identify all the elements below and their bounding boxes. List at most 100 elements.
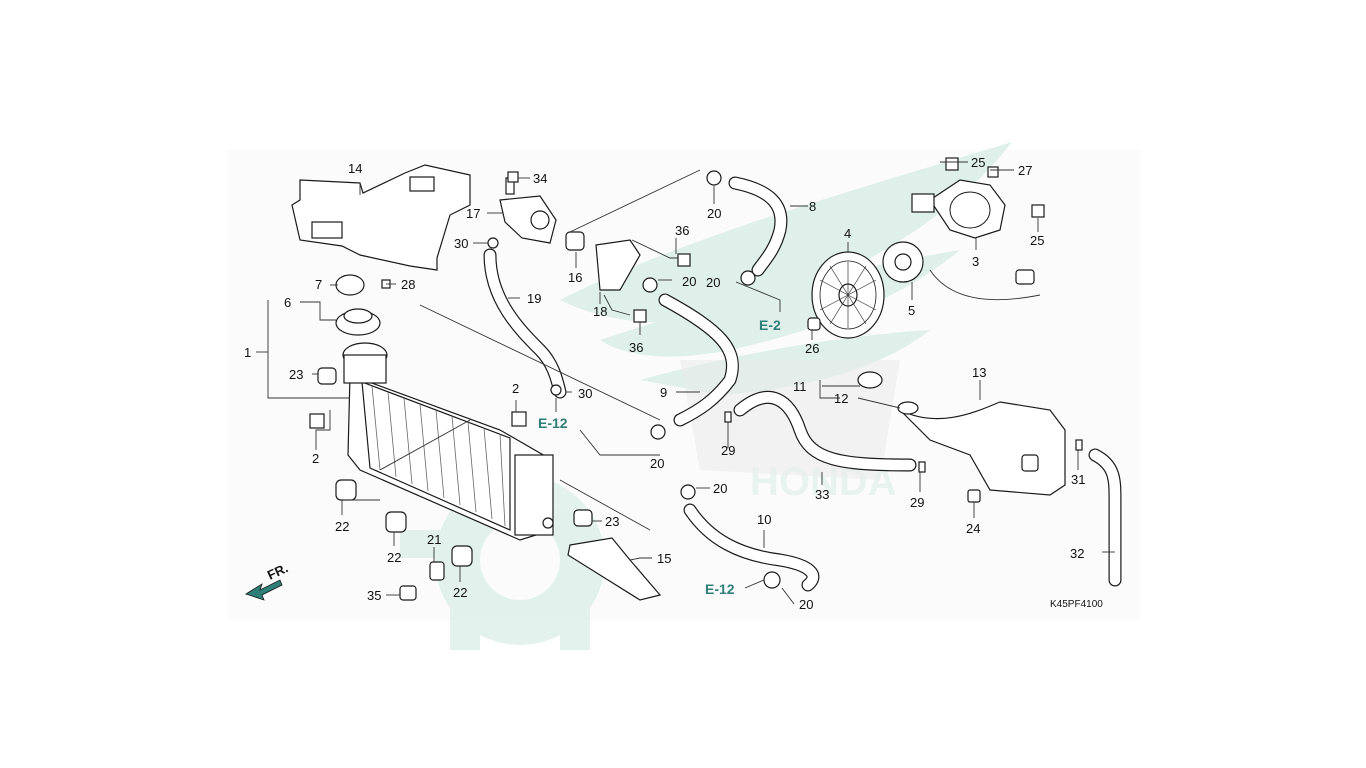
part-33-hose <box>733 391 917 472</box>
callout-21: 21 <box>427 532 441 547</box>
callout-36-mid: 36 <box>629 340 643 355</box>
callout-18: 18 <box>593 304 607 319</box>
clip-29-b <box>918 461 926 473</box>
part-17-thermostat-housing <box>499 177 557 244</box>
reference-e12-bottom: E-12 <box>705 581 735 597</box>
honda-wing-watermark: HONDA <box>400 142 1012 650</box>
callout-32: 32 <box>1070 546 1084 561</box>
part-11-cap <box>857 371 883 389</box>
callout-16: 16 <box>568 270 582 285</box>
callout-5: 5 <box>908 303 915 318</box>
callout-29-right: 29 <box>910 495 924 510</box>
callout-23-top: 23 <box>289 367 303 382</box>
part-23-grommet-bottom <box>573 509 593 527</box>
callout-2-left: 2 <box>312 451 319 466</box>
part-3-fan-shroud <box>911 179 1006 239</box>
callout-9: 9 <box>660 385 667 400</box>
callout-30-top: 30 <box>454 236 468 251</box>
clamp-30-b <box>550 384 562 396</box>
part-23-grommet-top <box>317 367 337 385</box>
part-8-hose <box>728 176 788 277</box>
callout-27: 27 <box>1018 163 1032 178</box>
bolt-34 <box>507 171 519 183</box>
part-22-grommet-b <box>385 511 407 533</box>
callout-28: 28 <box>401 277 415 292</box>
callout-12: 12 <box>834 391 848 406</box>
callout-6: 6 <box>284 295 291 310</box>
part-10-hose <box>683 503 820 592</box>
bolt-36-a <box>677 253 691 267</box>
callout-3: 3 <box>972 254 979 269</box>
callout-19: 19 <box>527 291 541 306</box>
callout-7: 7 <box>315 277 322 292</box>
clamp-20-a <box>706 170 722 186</box>
part-5-fan-motor <box>882 241 924 283</box>
diagram-code: K45PF4100 <box>1050 599 1103 610</box>
part-18-water-pipe <box>595 239 641 291</box>
part-24-bolt <box>967 489 981 503</box>
callout-34: 34 <box>533 171 547 186</box>
part-21-collar <box>429 561 445 581</box>
callout-10: 10 <box>757 512 771 527</box>
part-2-clip-right <box>511 411 527 427</box>
clamp-20-f <box>763 571 781 589</box>
callout-11: 11 <box>793 379 807 394</box>
clamp-30-a <box>487 237 499 249</box>
callout-20-mid: 20 <box>706 275 720 290</box>
part-6-radiator-cap <box>335 308 381 336</box>
part-35-wire <box>929 269 1041 301</box>
part-27-connector <box>1015 269 1035 285</box>
part-26-nut <box>807 317 821 331</box>
bolt-25-b <box>1031 204 1045 218</box>
part-13-reserve-tank <box>899 401 1066 496</box>
reference-e12-left: E-12 <box>538 415 568 431</box>
part-14-guard-plate <box>291 164 471 271</box>
callout-36-top: 36 <box>675 223 689 238</box>
clip-29-a <box>724 411 732 423</box>
reference-e2: E-2 <box>759 317 781 333</box>
clamp-20-c <box>642 277 658 293</box>
callout-20-lower: 20 <box>713 481 727 496</box>
part-1-radiator <box>342 342 554 541</box>
screw-27 <box>987 166 999 178</box>
part-2-clip-left <box>309 413 325 429</box>
part-35-bolt <box>399 585 417 601</box>
callout-30-mid: 30 <box>578 386 592 401</box>
callout-13: 13 <box>972 365 986 380</box>
callout-24: 24 <box>966 521 980 536</box>
callout-31: 31 <box>1071 472 1085 487</box>
part-4-cooling-fan <box>811 251 885 339</box>
callout-29-left: 29 <box>721 443 735 458</box>
part-9-hose <box>658 293 739 427</box>
callout-4: 4 <box>844 226 851 241</box>
callout-20-left: 20 <box>650 456 664 471</box>
callout-33: 33 <box>815 487 829 502</box>
leader-lines <box>256 161 1115 605</box>
callout-22-mid: 22 <box>387 550 401 565</box>
callout-35: 35 <box>367 588 381 603</box>
part-16-thermostat <box>565 231 585 251</box>
callout-25-right: 25 <box>1030 233 1044 248</box>
callout-23-bottom: 23 <box>605 514 619 529</box>
callout-25-top: 25 <box>971 155 985 170</box>
callout-26: 26 <box>805 341 819 356</box>
front-direction-arrow-icon <box>245 579 283 601</box>
part-22-grommet-c <box>451 545 473 567</box>
bolt-25-a <box>945 157 959 171</box>
clip-31 <box>1075 439 1083 451</box>
direction-label: FR. <box>265 560 290 582</box>
callout-22-left: 22 <box>335 519 349 534</box>
part-32-hose <box>1088 448 1122 587</box>
callout-2-right: 2 <box>512 381 519 396</box>
part-15-bracket <box>567 537 662 601</box>
callout-8: 8 <box>809 199 816 214</box>
part-12-seal <box>897 401 919 415</box>
part-19-hose <box>483 248 567 399</box>
callout-17: 17 <box>466 206 480 221</box>
part-22-grommet-a <box>335 479 357 501</box>
bolt-36-b <box>633 309 647 323</box>
clamp-20-d <box>650 424 666 440</box>
callout-20-pipe: 20 <box>682 274 696 289</box>
callout-1: 1 <box>244 345 251 360</box>
